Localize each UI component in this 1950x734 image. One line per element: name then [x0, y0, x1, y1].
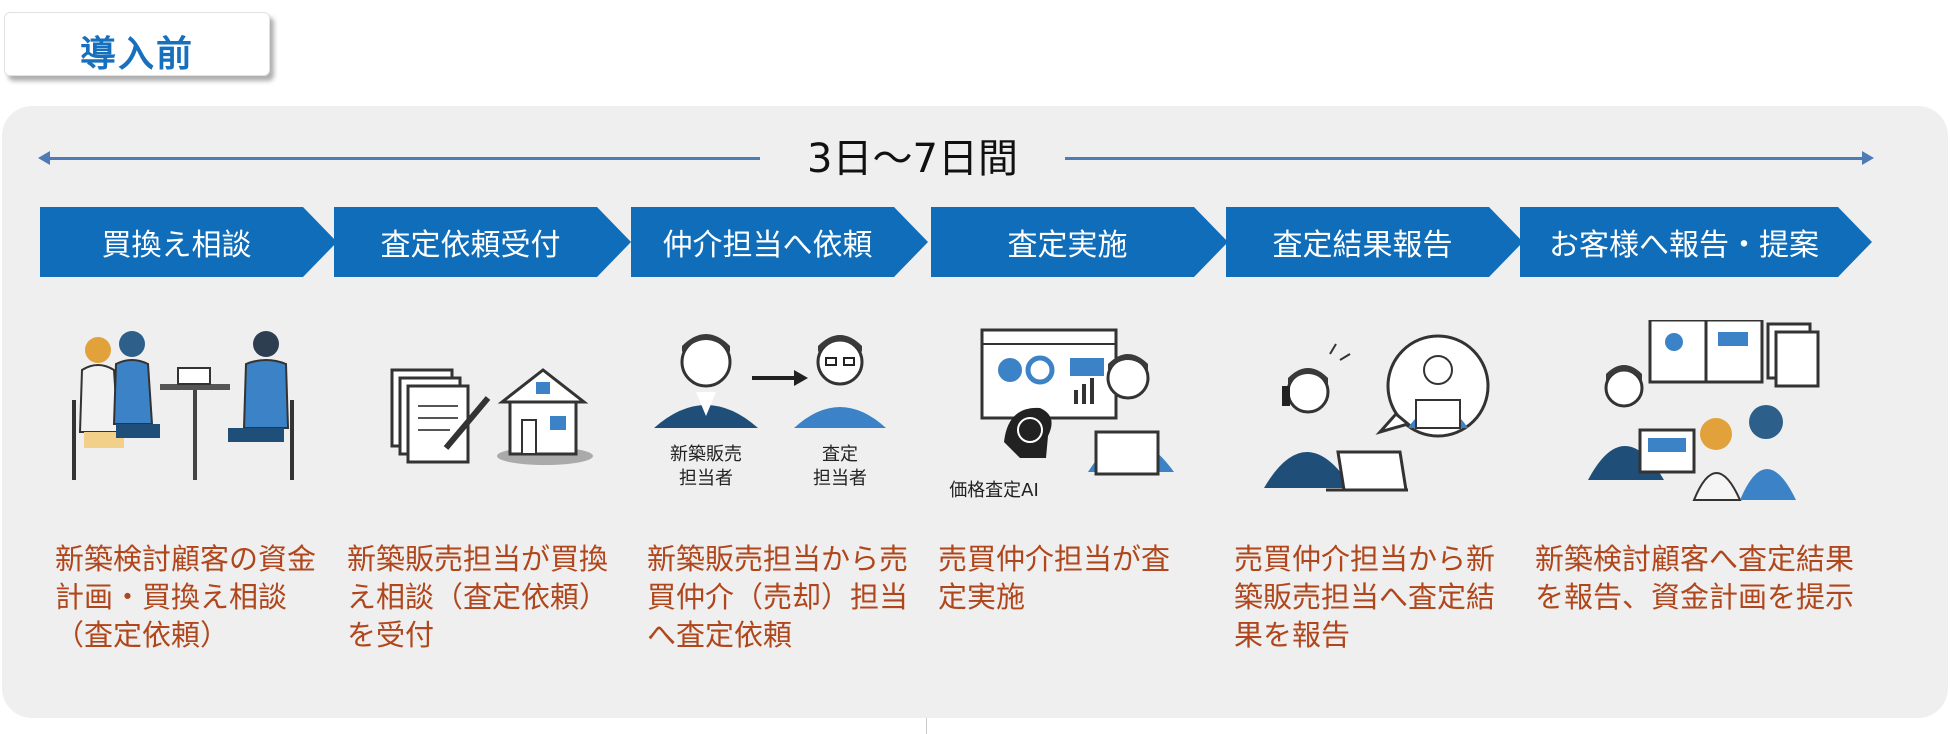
step-chevron-5: 査定結果報告 [1226, 207, 1523, 277]
duration-label: 3日〜7日間 [807, 136, 1018, 182]
title-badge: 導入前 [4, 12, 270, 76]
handover-from-label-1: 新築販売 [670, 444, 742, 465]
ai-assessment-icon: 価格査定AI [949, 328, 1174, 501]
handover-from-label-2: 担当者 [679, 468, 733, 489]
customer-proposal-icon [1588, 320, 1820, 501]
phone-report-icon [1264, 334, 1490, 492]
documents-house-icon [390, 368, 593, 465]
step-chevron-1: 買換え相談 [40, 207, 337, 277]
step-description-2: 新築販売担当が買換え相談（査定依頼）を受付 [347, 542, 609, 652]
divider-line [926, 718, 927, 734]
timeline-line-left [48, 157, 760, 160]
ai-assessment-label: 価格査定AI [949, 480, 1039, 501]
handover-to-label-2: 担当者 [813, 468, 867, 489]
timeline-line-right [1065, 157, 1865, 160]
step-description-3: 新築販売担当から売買仲介（売却）担当へ査定依頼 [647, 542, 909, 652]
step-chevron-2: 査定依頼受付 [334, 207, 631, 277]
handover-to-label-1: 査定 [822, 444, 858, 465]
step-description-6: 新築検討顧客へ査定結果を報告、資金計画を提示 [1535, 542, 1855, 614]
step-description-1: 新築検討顧客の資金計画・買換え相談（査定依頼） [55, 542, 317, 652]
step-description-4: 売買仲介担当が査定実施 [938, 542, 1171, 614]
timeline-arrowhead-right [1862, 151, 1874, 165]
step-chevron-4: 査定実施 [931, 207, 1228, 277]
step-chevron-6: お客様へ報告・提案 [1520, 207, 1872, 277]
timeline-arrowhead-left [38, 151, 50, 165]
step-chevron-3: 仲介担当へ依頼 [631, 207, 928, 277]
step-description-5: 売買仲介担当から新築販売担当へ査定結果を報告 [1234, 542, 1496, 652]
page-title: 導入前 [79, 34, 194, 75]
handover-staff-icon: 新築販売 担当者 査定 担当者 [654, 334, 886, 489]
consultation-meeting-icon [72, 331, 294, 480]
